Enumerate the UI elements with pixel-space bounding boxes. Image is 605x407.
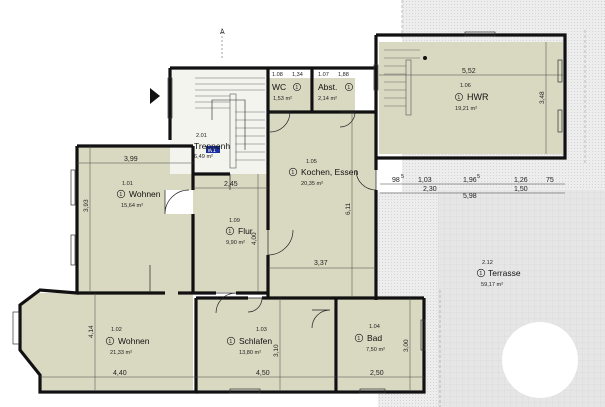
- room-schlafen: 1.03 1 Schlafen 13,80 m²: [226, 327, 272, 356]
- room-wohnen2-badge: 1: [108, 339, 111, 345]
- room-wohnen1-name: Wohnen: [129, 189, 161, 199]
- dim-schlafen-h: 3,10: [273, 344, 280, 357]
- room-terrasse-area: 59,17 m²: [481, 282, 503, 288]
- room-wc: 1.08 1,34 WC 1 1,53 m²: [272, 72, 303, 102]
- room-abst-dim: 1,88: [338, 72, 349, 78]
- dim-terrace-98-sup: 5: [401, 174, 404, 180]
- dim-terrace-103: 1,03: [418, 177, 432, 184]
- room-bad-badge: 1: [357, 336, 360, 342]
- dimension-lines: [40, 28, 565, 390]
- room-wohnen2-num: 1.02: [111, 327, 122, 333]
- dim-bad-h: 3,00: [403, 339, 410, 352]
- room-abst: 1.07 1,88 Abst. 1 2,14 m²: [318, 72, 353, 102]
- room-hwr-area: 19,21 m²: [455, 106, 477, 112]
- room-abst-area: 2,14 m²: [318, 96, 337, 102]
- dim-terrace-98: 98: [392, 177, 400, 184]
- room-kochen-name: Kochen, Essen: [301, 167, 358, 177]
- dim-bad-w: 2,50: [370, 370, 384, 377]
- room-wc-badge: 1: [295, 85, 298, 91]
- room-wc-area: 1,53 m²: [273, 96, 292, 102]
- section-arrow-icon: [150, 88, 160, 104]
- room-kochen: 1.05 1 Kochen, Essen 20,35 m²: [288, 159, 358, 187]
- dim-flur-w: 2,45: [224, 181, 238, 188]
- dim-wohnen1-h: 3,93: [83, 199, 90, 212]
- dim-terrace-75: 75: [546, 177, 554, 184]
- dim-hwr-w: 5,52: [462, 68, 476, 75]
- room-kochen-badge: 1: [291, 170, 294, 176]
- room-wohnen1-badge: 1: [119, 192, 122, 198]
- room-terrasse-name: Terrasse: [488, 268, 521, 278]
- room-flur-name: Flur: [238, 226, 253, 236]
- room-schlafen-badge: 1: [229, 339, 232, 345]
- room-terrasse: 2.12 1 Terrasse 59,17 m²: [476, 260, 521, 288]
- room-treppen-name: Treppenh: [194, 141, 230, 151]
- windows: [12, 31, 563, 394]
- staircase-hwr: [384, 49, 427, 116]
- room-bad-num: 1.04: [369, 324, 380, 330]
- room-schlafen-area: 13,80 m²: [239, 350, 261, 356]
- room-schlafen-num: 1.03: [256, 327, 267, 333]
- room-terrasse-num: 2.12: [482, 260, 493, 266]
- dimension-labels: 3,99 3,93 5,52 3,48 2,45 4,00 6,11 3,37 …: [83, 68, 554, 377]
- room-abst-num: 1.07: [318, 72, 329, 78]
- dim-terrace-150: 1,50: [514, 186, 528, 193]
- section-label: A: [220, 29, 225, 36]
- room-treppen-num: 2.01: [196, 133, 207, 139]
- room-wohnen2: 1.02 1 Wohnen 21,33 m²: [105, 327, 150, 356]
- dim-terrace-230: 2,30: [423, 186, 437, 193]
- room-treppen-area: 6,49 m²: [194, 154, 213, 160]
- room-wc-name: WC: [272, 82, 286, 92]
- staircase-main: [195, 77, 265, 169]
- stair-marker: [206, 146, 220, 153]
- room-wohnen1-area: 15,64 m²: [121, 203, 143, 209]
- room-hwr-name: HWR: [467, 92, 489, 102]
- room-kochen-num: 1.05: [306, 159, 317, 165]
- garden-circle: [502, 322, 578, 398]
- dim-schlafen-w: 4,50: [256, 370, 270, 377]
- stair-marker-label: W1: [208, 148, 216, 154]
- walls: [18, 33, 567, 394]
- room-flur-area: 9,90 m²: [226, 240, 245, 246]
- room-bad-area: 7,50 m²: [366, 347, 385, 353]
- room-wc-dim: 1,34: [292, 72, 303, 78]
- room-terrasse-badge: 1: [479, 271, 482, 277]
- room-bad-name: Bad: [367, 333, 382, 343]
- room-abst-badge: 1: [347, 85, 350, 91]
- room-wc-num: 1.08: [272, 72, 283, 78]
- room-hwr-num: 1.06: [460, 83, 471, 89]
- dim-kochen-h: 6,11: [345, 202, 352, 215]
- room-bad: 1.04 1 Bad 7,50 m²: [354, 324, 385, 353]
- room-wohnen1: 1.01 1 Wohnen 15,64 m²: [116, 181, 161, 209]
- room-flur-num: 1.09: [229, 218, 240, 224]
- room-fills: [20, 42, 563, 390]
- room-wohnen2-area: 21,33 m²: [110, 350, 132, 356]
- room-abst-name: Abst.: [318, 82, 337, 92]
- dim-wohnen1-w: 3,99: [124, 156, 138, 163]
- dim-kochen-w: 3,37: [314, 260, 328, 267]
- room-schlafen-name: Schlafen: [239, 336, 272, 346]
- dim-hwr-h: 3,48: [539, 91, 546, 104]
- room-kochen-area: 20,35 m²: [301, 181, 323, 187]
- room-wohnen2-name: Wohnen: [118, 336, 150, 346]
- room-wohnen1-num: 1.01: [122, 181, 133, 187]
- room-flur: 1.09 1 Flur 9,90 m²: [225, 218, 253, 246]
- dim-flur-h: 4,00: [251, 232, 258, 245]
- dim-wohnen2-h: 4,14: [88, 325, 95, 338]
- room-treppen: 2.01 Treppenh 6,49 m²: [194, 133, 230, 160]
- dim-terrace-196-sup: 5: [477, 174, 480, 180]
- room-flur-badge: 1: [228, 229, 231, 235]
- doors: [149, 111, 377, 329]
- dim-terrace-126: 1,26: [514, 177, 528, 184]
- dim-wohnen2-w: 4,40: [113, 370, 127, 377]
- room-hwr-badge: 1: [457, 95, 460, 101]
- dim-terrace-196: 1,96: [463, 177, 477, 184]
- room-hwr: 1.06 1 HWR 19,21 m²: [455, 83, 489, 112]
- dim-terrace-598: 5,98: [463, 193, 477, 200]
